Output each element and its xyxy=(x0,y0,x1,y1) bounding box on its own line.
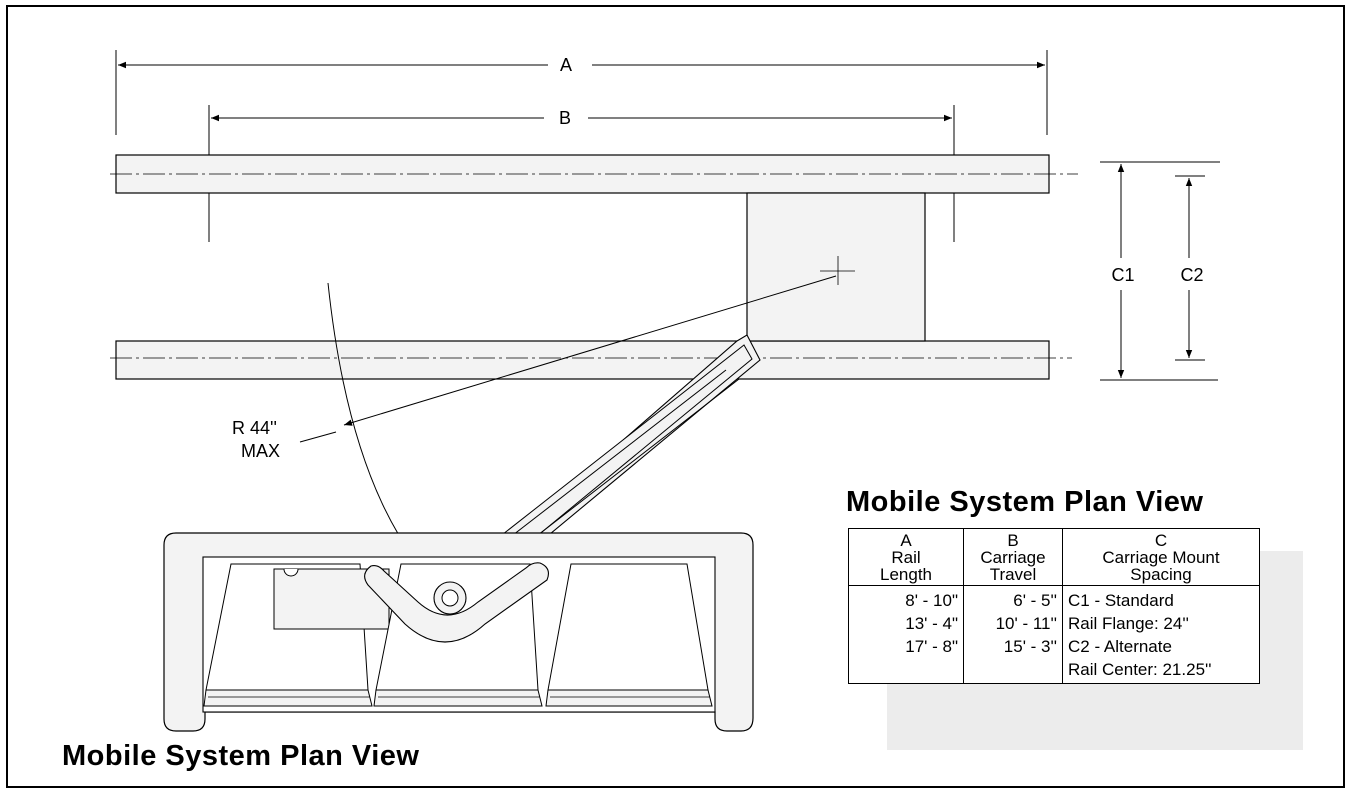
dimension-c1-label: C1 xyxy=(1111,265,1134,285)
diagram-title: Mobile System Plan View xyxy=(62,740,420,772)
radius-max-label: MAX xyxy=(241,441,280,461)
radius-indicator: R 44'' MAX xyxy=(232,275,837,597)
articulating-arm xyxy=(454,334,761,595)
dimension-c2: C2 xyxy=(1175,175,1205,361)
top-rail xyxy=(110,154,1078,194)
monitor-right xyxy=(545,563,713,707)
carriage xyxy=(746,192,926,342)
header-a: A Rail Length xyxy=(848,528,964,586)
table-title: Mobile System Plan View xyxy=(846,486,1204,518)
rail-length-cell: 8' - 10" 13' - 4" 17' - 8" xyxy=(848,585,964,684)
console xyxy=(163,532,754,732)
header-b: B Carriage Travel xyxy=(963,528,1063,586)
monitor-left xyxy=(203,563,390,707)
dimension-a: A xyxy=(115,50,1048,135)
mount-bracket xyxy=(364,562,549,643)
drawing-frame xyxy=(6,5,1345,788)
dimension-c2-label: C2 xyxy=(1180,265,1203,285)
spec-table: A Rail Length B Carriage Travel C Carria… xyxy=(848,528,1260,684)
header-c: C Carriage Mount Spacing xyxy=(1062,528,1260,586)
mount-spacing-cell: C1 - Standard Rail Flange: 24'' C2 - Alt… xyxy=(1062,585,1260,684)
bottom-rail xyxy=(110,340,1072,380)
dimension-b-label: B xyxy=(559,108,571,128)
dimension-c1: C1 xyxy=(1100,161,1220,381)
radius-label: R 44'' xyxy=(232,418,277,438)
dimension-a-label: A xyxy=(560,55,572,75)
carriage-travel-cell: 6' - 5'' 10' - 11'' 15' - 3'' xyxy=(963,585,1063,684)
